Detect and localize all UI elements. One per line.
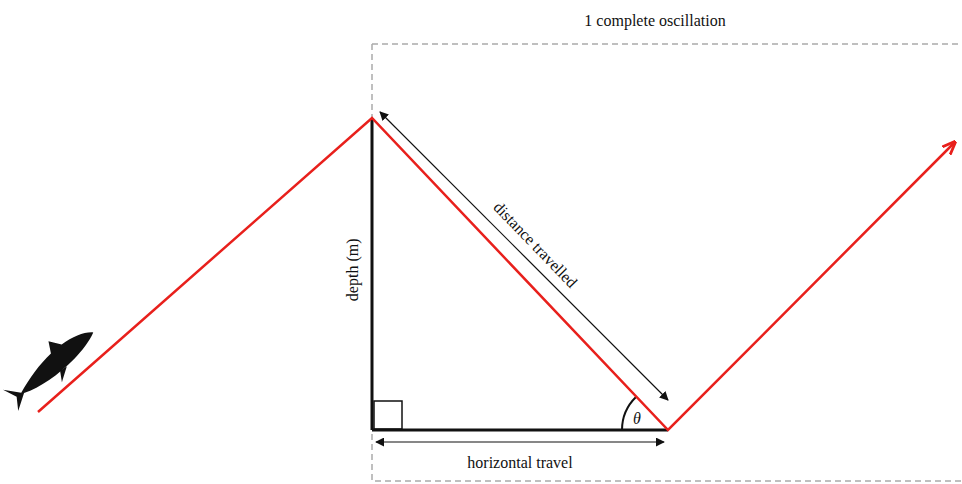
dive-path	[38, 118, 955, 430]
oscillation-label: 1 complete oscillation	[584, 12, 725, 30]
axis-label: depth (m)	[343, 239, 361, 302]
oscillation-bracket	[372, 44, 962, 481]
horizontal-arrow	[376, 441, 664, 442]
depth-line	[371, 118, 374, 430]
dimension-label: horizontal travel	[467, 454, 572, 472]
horizontal-line	[372, 429, 668, 432]
distance-arrow	[380, 112, 668, 400]
angle-label: θ	[633, 410, 641, 428]
shark-silhouette	[0, 316, 105, 416]
distance-label: distance travelled	[490, 198, 581, 291]
right-angle-mark	[374, 401, 402, 429]
